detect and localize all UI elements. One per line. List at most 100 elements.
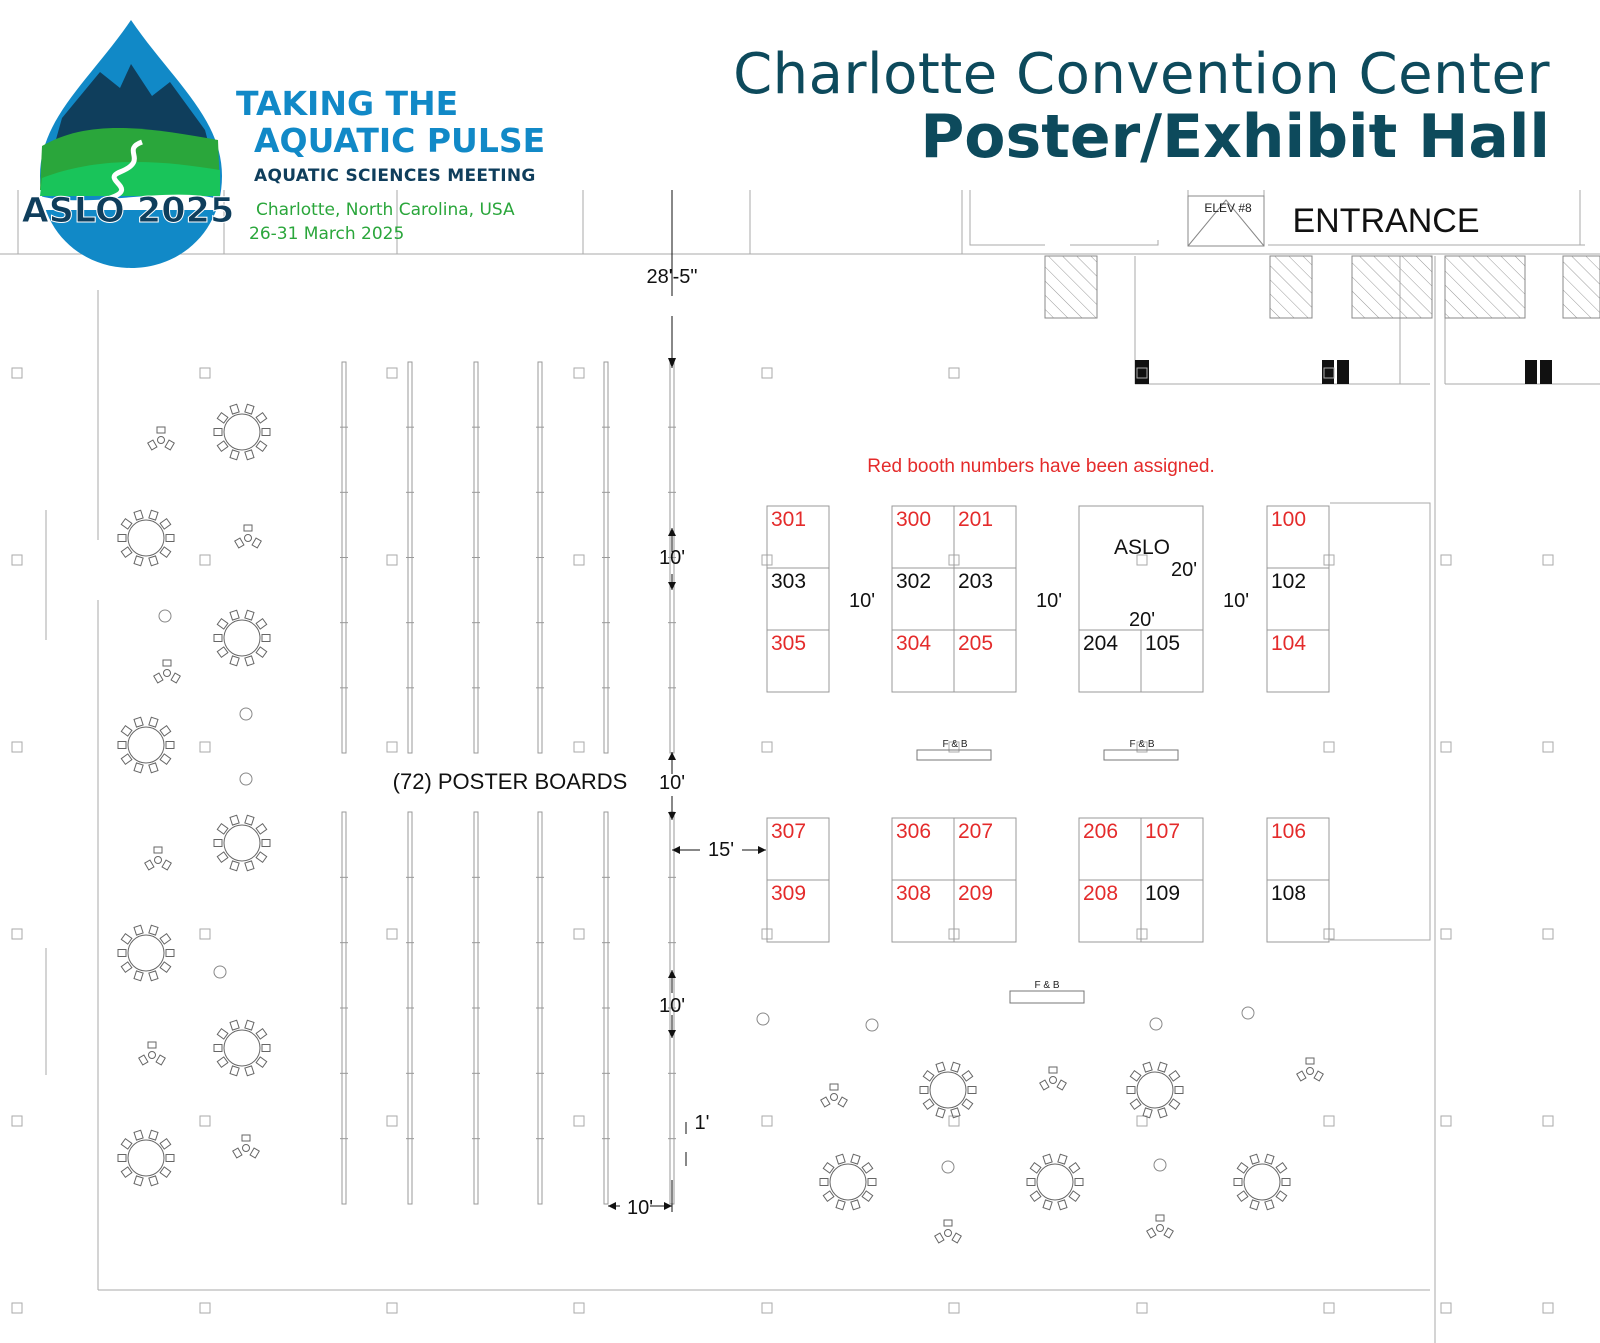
- dim-aisle-b: 10': [1036, 590, 1062, 612]
- column-marker: [1440, 1115, 1452, 1127]
- column-marker: [199, 928, 211, 940]
- three-seat-cluster: [1039, 1066, 1067, 1091]
- booth-109[interactable]: 109: [1145, 882, 1180, 905]
- column-marker: [573, 741, 585, 753]
- column-marker: [948, 1115, 960, 1127]
- round-table: [117, 1129, 175, 1187]
- column-marker: [11, 1302, 23, 1314]
- column-marker: [1542, 1115, 1554, 1127]
- dim-v1: 10': [659, 547, 685, 569]
- round-table: [213, 403, 271, 461]
- column-marker: [1542, 928, 1554, 940]
- dim-top: 28'-5": [647, 266, 698, 288]
- dim-v3: 10': [659, 995, 685, 1017]
- fb-counters: [916, 749, 1179, 1004]
- dim-aisle-a: 10': [849, 590, 875, 612]
- cocktail-table: [239, 707, 253, 721]
- booth-105[interactable]: 105: [1145, 632, 1180, 655]
- three-seat-cluster: [147, 426, 175, 451]
- three-seat-cluster: [1146, 1214, 1174, 1239]
- column-marker: [573, 1302, 585, 1314]
- booth-208[interactable]: 208: [1083, 882, 1118, 905]
- cocktail-table: [941, 1160, 955, 1174]
- booth-302[interactable]: 302: [896, 570, 931, 593]
- three-seat-cluster: [144, 846, 172, 871]
- column-marker: [1136, 367, 1148, 379]
- booth-303[interactable]: 303: [771, 570, 806, 593]
- three-seat-cluster: [234, 524, 262, 549]
- booth-block-100s: [1266, 505, 1330, 693]
- three-seat-cluster: [820, 1083, 848, 1108]
- logo-meeting: AQUATIC SCIENCES MEETING: [254, 166, 536, 186]
- logo-tagline-2: AQUATIC PULSE: [254, 121, 546, 160]
- logo-hill-light: [40, 161, 220, 196]
- column-marker: [199, 1302, 211, 1314]
- round-table: [213, 609, 271, 667]
- column-marker: [761, 741, 773, 753]
- column-marker: [1323, 367, 1335, 379]
- dim-v2: 10': [659, 772, 685, 794]
- column-markers: [11, 367, 1554, 1314]
- booth-306[interactable]: 306: [896, 820, 931, 843]
- poster-boards-label: (72) POSTER BOARDS: [393, 769, 628, 794]
- booth-209[interactable]: 209: [958, 882, 993, 905]
- column-marker: [1440, 928, 1452, 940]
- column-marker: [386, 741, 398, 753]
- round-table: [117, 509, 175, 567]
- column-marker: [386, 1115, 398, 1127]
- column-marker: [1440, 554, 1452, 566]
- booth-203[interactable]: 203: [958, 570, 993, 593]
- column-marker: [1323, 741, 1335, 753]
- booth-107[interactable]: 107: [1145, 820, 1180, 843]
- column-marker: [199, 741, 211, 753]
- dim-row: 10': [627, 1197, 653, 1219]
- column-marker: [1323, 1302, 1335, 1314]
- round-table: [213, 1019, 271, 1077]
- booth-blocks: [766, 505, 1330, 943]
- column-marker: [1323, 1115, 1335, 1127]
- booth-309[interactable]: 309: [771, 882, 806, 905]
- booth-102[interactable]: 102: [1271, 570, 1306, 593]
- booth-206[interactable]: 206: [1083, 820, 1118, 843]
- booth-300[interactable]: 300: [896, 508, 931, 531]
- booth-301[interactable]: 301: [771, 508, 806, 531]
- column-marker: [761, 367, 773, 379]
- booth-204[interactable]: 204: [1083, 632, 1118, 655]
- booth-108[interactable]: 108: [1271, 882, 1306, 905]
- column-marker: [386, 1302, 398, 1314]
- column-marker: [761, 1115, 773, 1127]
- cocktail-table: [865, 1018, 879, 1032]
- cocktail-tables: [158, 609, 1255, 1174]
- booth-104[interactable]: 104: [1271, 632, 1306, 655]
- dim-aslo-w: 20': [1171, 559, 1197, 581]
- three-seat-cluster: [153, 659, 181, 684]
- booth-205[interactable]: 205: [958, 632, 993, 655]
- booth-304[interactable]: 304: [896, 632, 931, 655]
- booth-201[interactable]: 201: [958, 508, 993, 531]
- booth-307[interactable]: 307: [771, 820, 806, 843]
- booth-207[interactable]: 207: [958, 820, 993, 843]
- cocktail-table: [1241, 1006, 1255, 1020]
- booth-305[interactable]: 305: [771, 632, 806, 655]
- column-marker: [761, 1302, 773, 1314]
- cocktail-table: [158, 609, 172, 623]
- assigned-note: Red booth numbers have been assigned.: [867, 456, 1215, 477]
- column-marker: [199, 1115, 211, 1127]
- elevator-label: ELEV #8: [1204, 201, 1252, 215]
- three-seat-cluster: [934, 1219, 962, 1244]
- column-marker: [948, 741, 960, 753]
- cocktail-table: [1153, 1158, 1167, 1172]
- booth-308[interactable]: 308: [896, 882, 931, 905]
- booth-100[interactable]: 100: [1271, 508, 1306, 531]
- hatched-doors: [1044, 255, 1600, 319]
- dimension-labels: 28'-5" 10' 10' 10' 10' 10' 10' 15' 1' 10…: [627, 266, 1249, 1219]
- dim-aisle-c: 10': [1223, 590, 1249, 612]
- booth-106[interactable]: 106: [1271, 820, 1306, 843]
- dim-gap: 15': [708, 839, 734, 861]
- dimension-arrows: [608, 358, 766, 1210]
- fb-label-3: F & B: [1034, 980, 1059, 991]
- three-seat-cluster: [232, 1134, 260, 1159]
- logo-tagline-1: TAKING THE: [236, 84, 459, 123]
- column-marker: [573, 367, 585, 379]
